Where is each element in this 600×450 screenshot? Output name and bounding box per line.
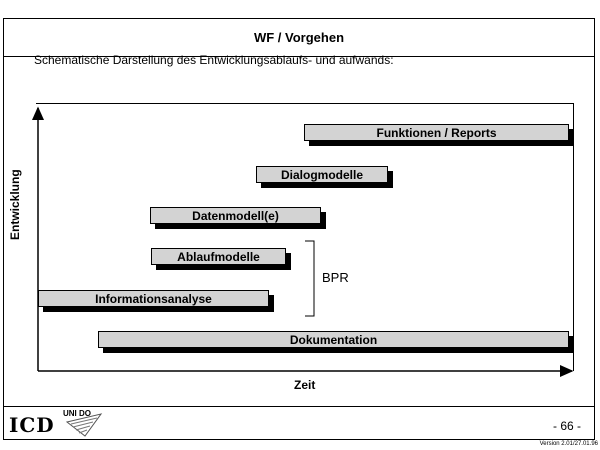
version-text: Version 2.01/27.01.96 bbox=[539, 441, 598, 447]
diagram-frame bbox=[36, 103, 574, 371]
slide-title: WF / Vorgehen bbox=[4, 19, 594, 57]
page-number: - 66 - bbox=[552, 419, 581, 433]
y-axis-label: Entwicklung bbox=[8, 169, 22, 240]
slide-subtitle: Schematische Darstellung des Entwicklung… bbox=[34, 53, 394, 67]
bar-datenmodelle: Datenmodell(e) bbox=[150, 207, 321, 224]
bar-funktionen-reports: Funktionen / Reports bbox=[304, 124, 569, 141]
bpr-bracket bbox=[305, 240, 315, 317]
icd-logo: ICD bbox=[9, 413, 55, 437]
footer: ICD UNI DO - 66 - bbox=[3, 406, 595, 440]
bar-ablaufmodelle: Ablaufmodelle bbox=[151, 248, 286, 265]
unido-logo-icon bbox=[65, 413, 103, 437]
slide-frame: WF / Vorgehen bbox=[3, 18, 595, 440]
bpr-label: BPR bbox=[322, 270, 349, 285]
unido-logo-text: UNI DO bbox=[63, 409, 91, 418]
bar-dialogmodelle: Dialogmodelle bbox=[256, 166, 388, 183]
x-axis-label: Zeit bbox=[294, 378, 316, 392]
bar-dokumentation: Dokumentation bbox=[98, 331, 569, 348]
bar-informationsanalyse: Informationsanalyse bbox=[38, 290, 269, 307]
